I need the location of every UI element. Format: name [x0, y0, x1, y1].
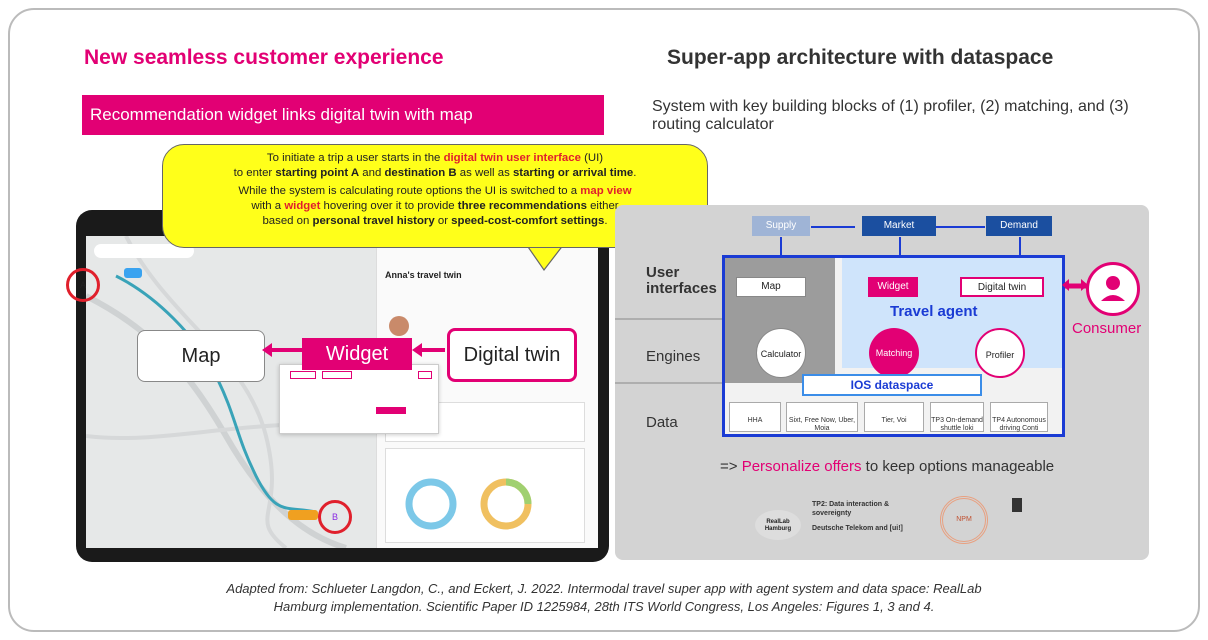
consumer-icon	[1086, 262, 1140, 316]
personalize-note: => Personalize offers to keep options ma…	[720, 458, 1055, 475]
widget-tab-2[interactable]	[322, 371, 352, 379]
widget-popup[interactable]	[279, 364, 439, 434]
profiler-engine: Profiler	[975, 328, 1025, 378]
ios-dataspace-bar: IOS dataspace	[802, 374, 982, 396]
left-title: New seamless customer experience	[84, 46, 444, 69]
ui-map-box: Map	[736, 277, 806, 297]
npm-logo: NPM	[940, 496, 988, 544]
person-icon	[1101, 276, 1125, 301]
ui-widget-box: Widget	[868, 277, 918, 297]
citation: Adapted from: Schlueter Langdon, C., and…	[226, 581, 982, 614]
tablet-screen: Anna's travel twin	[86, 236, 598, 548]
widget-select-button[interactable]	[376, 407, 406, 414]
market-box: Market	[862, 216, 936, 236]
calculator-engine: Calculator	[756, 328, 806, 378]
left-subtitle-bar: Recommendation widget links digital twin…	[82, 95, 604, 135]
data-tile-tp3: TP3 On-demand shuttle loki	[930, 402, 984, 432]
destination-pin	[288, 510, 318, 520]
right-description: System with key building blocks of (1) p…	[652, 98, 1129, 133]
stats-card	[385, 448, 585, 543]
demand-box: Demand	[986, 216, 1052, 236]
data-tile-sixt: Sixt, Free Now, Uber, Moia	[786, 402, 858, 432]
tp2-label: TP2: Data interaction & sovereignty	[812, 501, 890, 517]
widget-tab-3[interactable]	[418, 371, 432, 379]
right-title: Super-app architecture with dataspace	[667, 46, 1054, 69]
matching-engine: Matching	[869, 328, 919, 378]
widget-label-box: Widget	[302, 338, 412, 370]
map-label-box: Map	[137, 330, 265, 382]
map-search-bar[interactable]	[94, 244, 194, 258]
consumer-arrow	[1062, 279, 1088, 291]
marker-a-circle: A	[66, 268, 100, 302]
travel-agent-label: Travel agent	[890, 303, 978, 320]
tp2-partners: Deutsche Telekom and [ui!]	[812, 525, 903, 532]
start-pin	[124, 268, 142, 278]
row-label-engines: Engines	[646, 348, 701, 365]
data-tile-tier: Tier, Voi	[864, 402, 924, 432]
government-logo	[1012, 498, 1022, 512]
ui-digital-twin-box: Digital twin	[960, 277, 1044, 297]
marker-b-circle: B	[318, 500, 352, 534]
donut-charts	[405, 478, 532, 530]
callout-tail	[525, 244, 567, 272]
digital-twin-label-box: Digital twin	[447, 328, 577, 382]
panel-title: Anna's travel twin	[385, 270, 462, 280]
supply-box: Supply	[752, 216, 810, 236]
row-label-ui: User interfaces	[646, 264, 717, 297]
consumer-label: Consumer	[1072, 320, 1142, 337]
tablet-flow-arrows	[262, 343, 445, 357]
data-tile-tp4: TP4 Autonomous driving Conti	[990, 402, 1048, 432]
data-tile-hha: HHA	[729, 402, 781, 432]
realab-logo: RealLab Hamburg	[755, 510, 801, 540]
avatar	[389, 316, 409, 336]
widget-tab-1[interactable]	[290, 371, 316, 379]
row-label-data: Data	[646, 414, 678, 431]
